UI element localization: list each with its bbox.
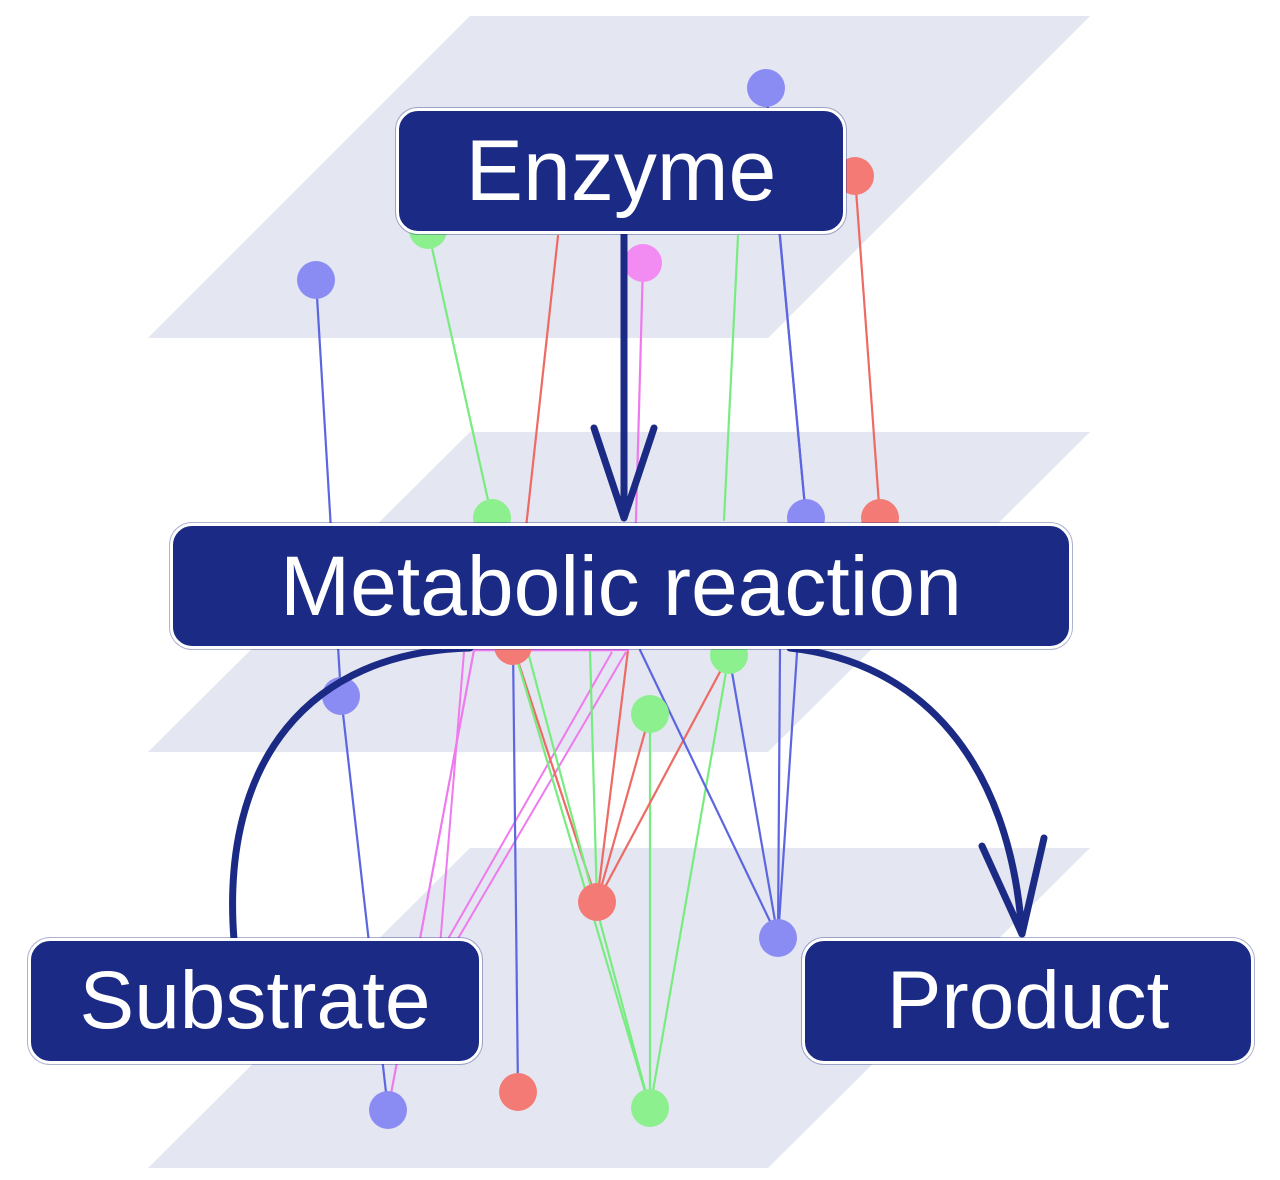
edge-blue-16	[778, 234, 808, 520]
edge-pink-0	[443, 651, 613, 947]
substrate-label: Substrate	[79, 955, 431, 1046]
enzyme-to-reaction-arrowhead	[590, 424, 658, 522]
product-label: Product	[886, 955, 1170, 1046]
node-red-br1	[578, 883, 616, 921]
edge-green-15	[722, 234, 740, 522]
enzyme-label-box: Enzyme	[396, 108, 846, 234]
layer-plane-3	[148, 848, 1090, 1168]
edge-green-10	[648, 653, 731, 1110]
edge-red-12	[595, 712, 652, 904]
edge-red-17	[595, 648, 630, 904]
edge-pink-1	[455, 651, 627, 943]
edge-blue-25	[727, 653, 780, 940]
flow-arrows	[229, 228, 1048, 944]
substrate-label-box: Substrate	[28, 938, 482, 1064]
node-red-br2	[499, 1073, 537, 1111]
node-blue-bb1	[759, 919, 797, 957]
edge-red-11	[595, 653, 731, 904]
edge-pink-2	[439, 651, 465, 947]
reaction-to-product-arc	[786, 644, 1026, 938]
edge-green-26	[511, 644, 652, 1110]
node-pink-tp1	[624, 244, 662, 282]
edge-green-2	[426, 228, 494, 520]
node-green-mg3	[631, 695, 669, 733]
node-blue-tb2	[297, 261, 335, 299]
node-green-bg1	[631, 1089, 669, 1127]
metabolic-reaction-label: Metabolic reaction	[280, 538, 962, 633]
node-blue-bb2	[369, 1091, 407, 1129]
edge-blue-21	[776, 648, 782, 940]
edge-blue-6	[511, 644, 520, 1094]
reaction-to-product-arrowhead	[978, 834, 1048, 938]
enzyme-label: Enzyme	[465, 122, 777, 219]
node-blue-tb1	[747, 69, 785, 107]
edge-red-3	[853, 174, 882, 520]
substrate-to-reaction-arc	[229, 644, 474, 944]
metabolic-reaction-label-box: Metabolic reaction	[170, 523, 1072, 649]
product-label-box: Product	[802, 938, 1254, 1064]
edge-blue-22	[638, 648, 780, 940]
edge-green-24	[588, 648, 599, 904]
